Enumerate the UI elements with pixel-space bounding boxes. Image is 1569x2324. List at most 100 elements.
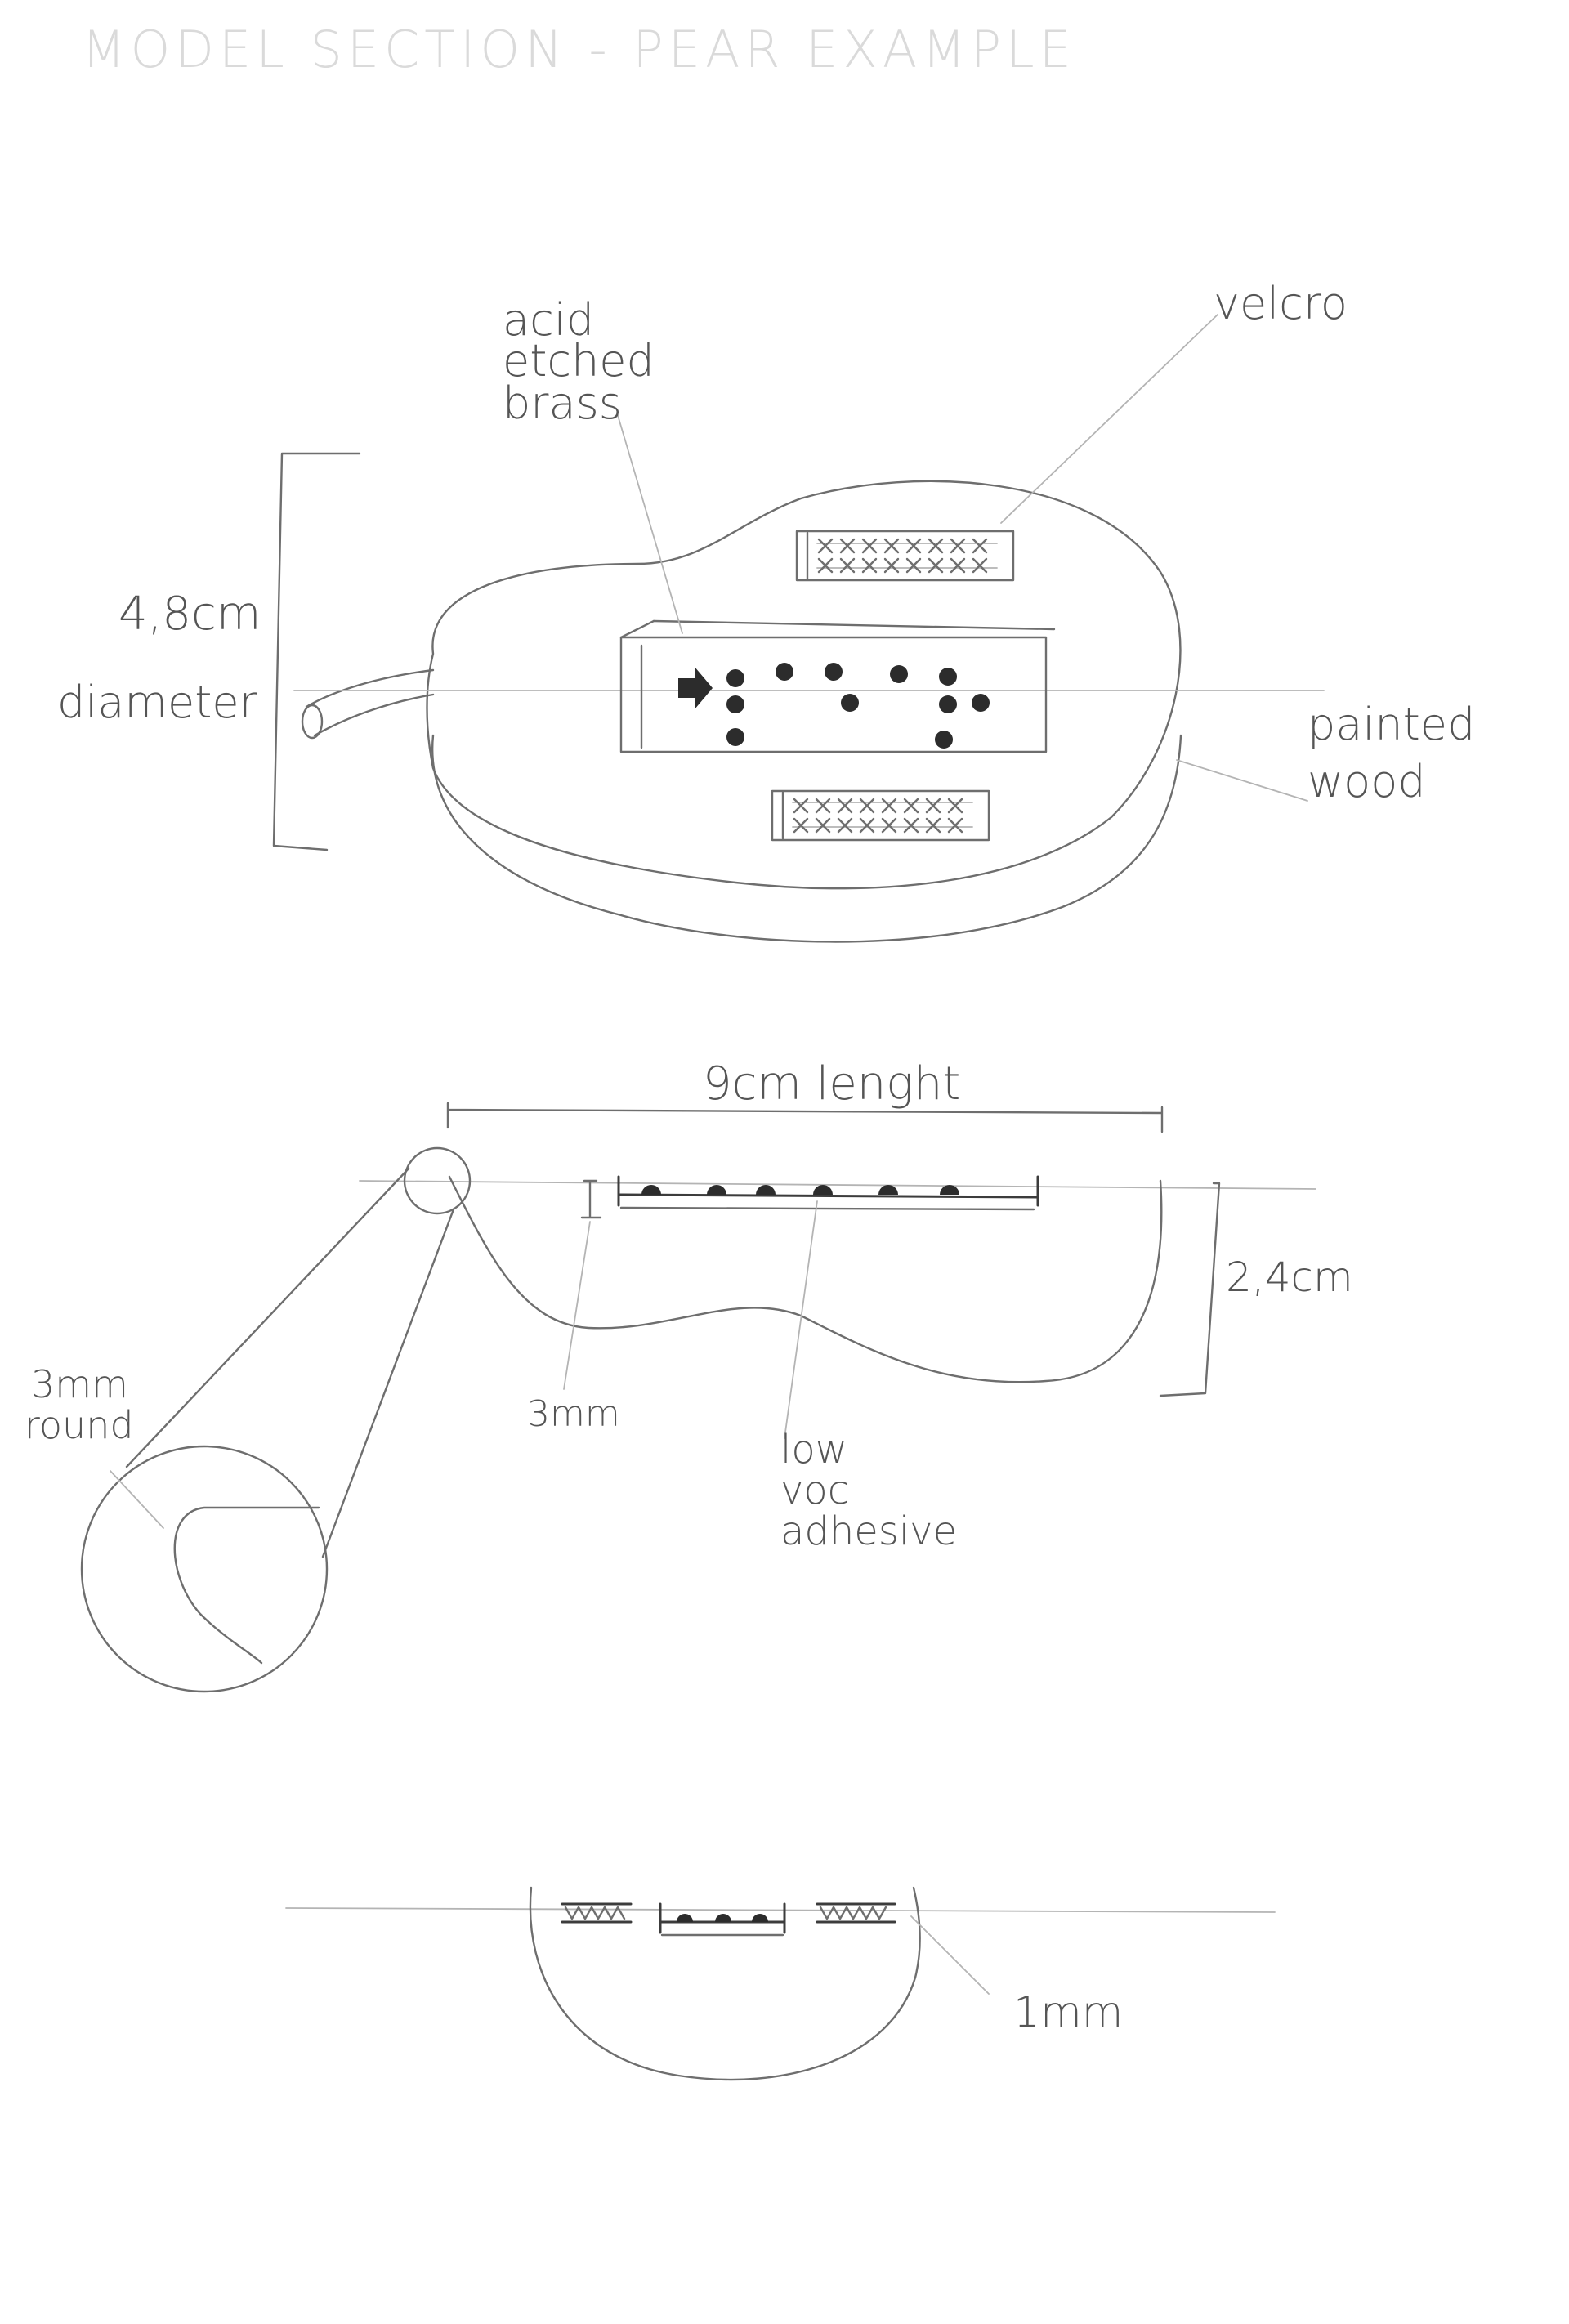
- pear-stem: [305, 668, 435, 737]
- brass-plate: [619, 636, 1048, 753]
- section-cut-line: [359, 1180, 1316, 1190]
- velcro-hatch-mark: [881, 817, 897, 834]
- braille-dot: [935, 731, 953, 749]
- velcro-hatch-mark: [861, 538, 878, 554]
- velcro-hatch-mark: [928, 557, 944, 574]
- long-section-labels: 9cm lenght 2,4cm 3mm 3mm round low voc a…: [25, 1057, 1353, 1554]
- braille-bump: [940, 1185, 959, 1195]
- braille-bump: [707, 1185, 726, 1195]
- velcro-hatch-mark: [905, 538, 922, 554]
- brass-plate-edge-2: [652, 619, 1056, 631]
- velcro-hatch-mark: [837, 798, 853, 814]
- cross-section-drawing: [285, 1886, 1276, 2081]
- detail-lead-1: [125, 1167, 410, 1468]
- velcro-hatch-mark: [903, 817, 919, 834]
- braille-bump: [813, 1185, 833, 1195]
- cross-velcro-right: [816, 1902, 896, 1924]
- velcro-hatch-mark: [950, 557, 966, 574]
- velcro-hatch-mark: [815, 798, 831, 814]
- braille-dot: [726, 695, 744, 713]
- label-diameter: diameter: [57, 677, 258, 728]
- braille-dot: [726, 728, 744, 746]
- braille-dot: [939, 668, 957, 686]
- velcro-hatch-mark: [925, 798, 941, 814]
- braille-dot: [726, 669, 744, 687]
- velcro-hatch-mark: [947, 798, 963, 814]
- label-diameter-value: 4,8cm: [118, 588, 261, 641]
- label-velcro: velcro: [1214, 278, 1348, 329]
- pear-side-rim: [431, 734, 1182, 943]
- velcro-hatch-mark: [839, 557, 856, 574]
- braille-bump: [752, 1914, 768, 1922]
- braille-bump: [677, 1914, 693, 1922]
- cross-section-profile: [529, 1886, 921, 2081]
- label-low: low: [780, 1427, 847, 1473]
- sketch-title: MODEL SECTION - PEAR EXAMPLE: [82, 20, 1076, 79]
- velcro-top-hatch-lines: [816, 543, 998, 569]
- label-painted: painted: [1308, 699, 1475, 750]
- braille-dot: [972, 694, 990, 712]
- braille-dot: [890, 665, 908, 683]
- velcro-bottom-hatching: [793, 798, 963, 834]
- velcro-hatch-mark: [972, 538, 988, 554]
- braille-bump: [756, 1185, 776, 1195]
- velcro-hatch-mark: [925, 817, 941, 834]
- leader-rounding: [110, 1470, 164, 1529]
- braille-bump: [715, 1914, 731, 1922]
- leader-thickness: [563, 1221, 591, 1390]
- section-brass-underside: [619, 1206, 1035, 1211]
- arrow-braille-icon: [678, 667, 713, 709]
- brass-plate-edge-1: [619, 619, 655, 639]
- braille-dot: [776, 663, 793, 681]
- braille-dots: [726, 663, 990, 749]
- label-rounding-3mm: 3mm: [31, 1362, 128, 1406]
- braille-bump: [641, 1185, 661, 1195]
- velcro-hatch-mark: [817, 538, 834, 554]
- leader-brass: [616, 412, 683, 634]
- label-round: round: [25, 1403, 134, 1447]
- velcro-hatch-mark: [861, 557, 878, 574]
- label-etched: etched: [503, 335, 655, 387]
- velcro-hatch-mark: [903, 798, 919, 814]
- label-gap: 1mm: [1013, 1988, 1123, 2037]
- length-dimension: [446, 1102, 1164, 1133]
- velcro-hatch-mark: [883, 557, 900, 574]
- leader-adhesive: [784, 1200, 818, 1439]
- label-adhesive: adhesive: [780, 1508, 957, 1554]
- velcro-hatch-mark: [881, 798, 897, 814]
- label-height: 2,4cm: [1226, 1254, 1353, 1301]
- rounding-callout-circle: [403, 1146, 472, 1215]
- velcro-hatch-mark: [972, 557, 988, 574]
- velcro-hatch-mark: [947, 817, 963, 834]
- velcro-hatch-mark: [839, 538, 856, 554]
- label-brass: brass: [503, 378, 622, 429]
- velcro-hatch-mark: [815, 817, 831, 834]
- velcro-hatch-mark: [859, 817, 875, 834]
- long-section-drawing: [80, 1102, 1316, 1693]
- velcro-hatch-mark: [793, 798, 809, 814]
- velcro-hatch-mark: [950, 538, 966, 554]
- stem-end: [301, 704, 324, 740]
- section-brass-plate: [617, 1175, 1039, 1207]
- cross-velcro-left: [561, 1902, 633, 1924]
- velcro-hatch-mark: [817, 557, 834, 574]
- velcro-top-hatching: [817, 538, 988, 574]
- label-length: 9cm lenght: [703, 1057, 960, 1111]
- thickness-marker: [580, 1179, 602, 1219]
- velcro-hatch-mark: [859, 798, 875, 814]
- braille-dot: [841, 694, 859, 712]
- rounding-detail-edge: [173, 1506, 320, 1665]
- cross-cut-line: [285, 1907, 1276, 1913]
- diameter-bracket: [272, 452, 361, 851]
- braille-bump: [878, 1185, 898, 1195]
- velcro-hatch-mark: [793, 817, 809, 834]
- cross-velcro-right-hatch: [819, 1906, 887, 1920]
- velcro-hatch-mark: [928, 538, 944, 554]
- braille-dot: [939, 695, 957, 713]
- leader-painted-wood: [1176, 759, 1308, 802]
- height-dimension: [1159, 1182, 1221, 1397]
- braille-dot: [825, 663, 843, 681]
- velcro-strip-top: [795, 530, 1015, 582]
- rounding-detail-circle: [80, 1445, 329, 1693]
